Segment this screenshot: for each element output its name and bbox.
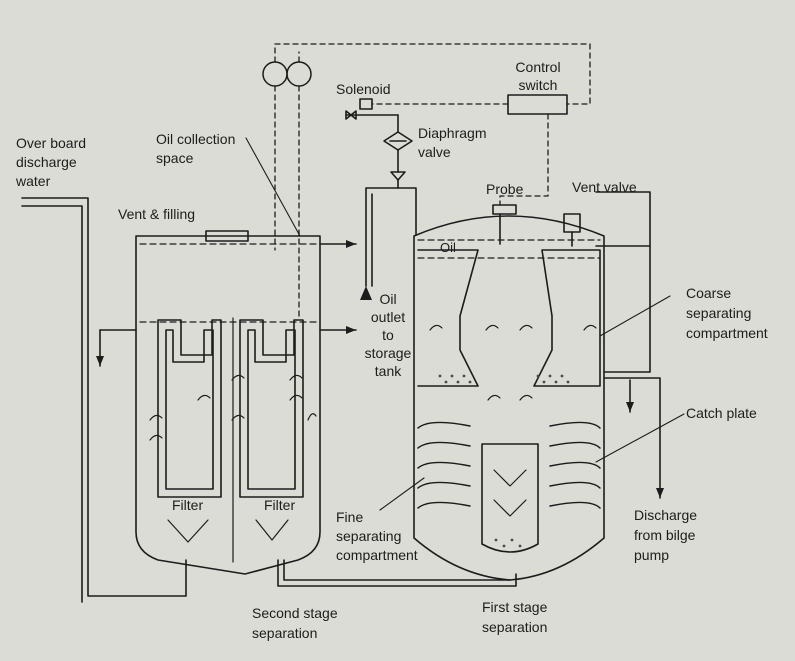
pressure-gauge-right bbox=[286, 61, 312, 87]
label-control-switch-line2: switch bbox=[518, 77, 558, 93]
label-discharge-line1: Discharge bbox=[634, 507, 698, 523]
label-probe: Probe bbox=[486, 181, 524, 197]
settled-oil-stipple bbox=[438, 374, 570, 548]
label-coarse-line2: separating bbox=[686, 305, 752, 321]
label-second-stage-line2: separation bbox=[252, 625, 318, 641]
label-oil-collection-line2: space bbox=[156, 150, 194, 166]
label-oil-outlet-line2: outlet bbox=[370, 309, 406, 325]
label-filter-right: Filter bbox=[264, 497, 296, 513]
label-diaphragm-line1: Diaphragm bbox=[418, 125, 487, 141]
label-oil-outlet-line4: storage bbox=[364, 345, 412, 361]
label-control-switch-line1: Control bbox=[515, 59, 561, 75]
label-catch-plate: Catch plate bbox=[686, 405, 757, 421]
label-fine-line3: compartment bbox=[336, 547, 418, 563]
overboard-discharge-pipe bbox=[21, 197, 187, 603]
control-switch-box bbox=[507, 94, 568, 115]
label-oil-outlet-line3: to bbox=[382, 327, 394, 343]
label-first-stage-line2: separation bbox=[482, 619, 548, 635]
filter-flow-arrows bbox=[149, 374, 317, 543]
label-coarse-line1: Coarse bbox=[686, 285, 732, 301]
tank-liquid-level bbox=[417, 239, 601, 259]
label-discharge-line3: pump bbox=[634, 547, 670, 563]
label-overboard-line2: discharge bbox=[16, 154, 77, 170]
label-overboard-line3: water bbox=[16, 173, 51, 189]
filter-element-left bbox=[157, 319, 222, 498]
label-oil-outlet-line5: tank bbox=[374, 363, 402, 379]
label-oil-outlet-line1: Oil bbox=[379, 291, 397, 307]
pressure-gauge-left bbox=[262, 61, 288, 87]
solenoid-valve bbox=[345, 98, 399, 120]
first-stage-tank bbox=[413, 204, 605, 581]
catch-plates bbox=[417, 421, 601, 509]
label-fine-line1: Fine bbox=[336, 509, 364, 525]
leader-lines bbox=[245, 137, 685, 511]
label-fine-line2: separating bbox=[336, 528, 402, 544]
oil-outlet-pipe bbox=[365, 179, 417, 287]
label-vent-filling: Vent & filling bbox=[118, 206, 196, 222]
label-overboard-line1: Over board bbox=[16, 135, 87, 151]
fine-separating-compartment bbox=[481, 443, 539, 553]
bilge-discharge-pipe bbox=[595, 191, 661, 499]
tank-liquid-level bbox=[139, 243, 317, 323]
label-discharge-line2: from bilge bbox=[634, 527, 696, 543]
flow-arrows bbox=[429, 324, 597, 517]
label-first-stage-line1: First stage bbox=[482, 599, 548, 615]
filter-element-right bbox=[239, 319, 304, 498]
control-wiring bbox=[274, 43, 591, 321]
label-vent-valve: Vent valve bbox=[572, 179, 637, 195]
label-diaphragm-line2: valve bbox=[418, 144, 451, 160]
label-solenoid: Solenoid bbox=[336, 81, 391, 97]
label-second-stage-line1: Second stage bbox=[252, 605, 338, 621]
label-coarse-line3: compartment bbox=[686, 325, 768, 341]
label-filter-left: Filter bbox=[172, 497, 204, 513]
coarse-compartment-funnels bbox=[417, 249, 601, 387]
label-oil-collection-line1: Oil collection bbox=[156, 131, 236, 147]
label-oil-level-marker: Oil bbox=[440, 240, 456, 255]
arrowheads bbox=[96, 240, 664, 498]
diaphragm-valve bbox=[383, 114, 413, 181]
second-stage-tank bbox=[99, 230, 357, 575]
